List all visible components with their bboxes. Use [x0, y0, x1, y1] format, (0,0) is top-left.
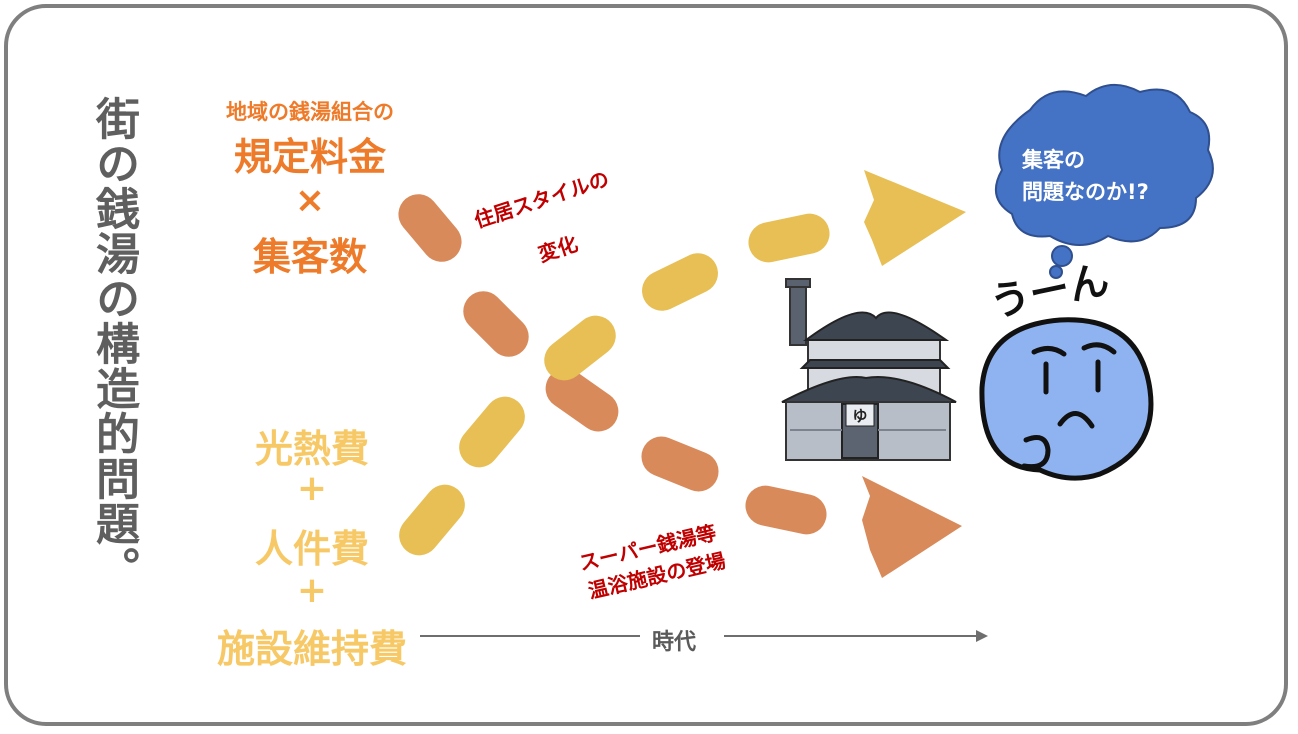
arrow-right-icon: [864, 170, 966, 266]
revenue-label-visitors: 集客数: [252, 235, 367, 279]
cost-label-personnel: 人件費: [254, 527, 369, 571]
thought-bubble-icon: [994, 84, 1214, 279]
thought-bubble-text: 集客の 問題なのか!?: [1022, 144, 1192, 208]
cost-plus-op-1: +: [296, 468, 328, 509]
cost-label-maintenance: 施設維持費: [216, 627, 407, 671]
orange-dash-path: [398, 194, 962, 578]
yellow-dash-path: [399, 170, 966, 556]
timeline-label: 時代: [652, 630, 697, 655]
revenue-label-fee: 規定料金: [233, 135, 386, 179]
bathhouse-icon: [781, 278, 957, 461]
arrow-right-icon: [862, 476, 962, 578]
cost-label-utilities: 光熱費: [254, 427, 369, 471]
slide-title: 街の銭湯の構造的問題。: [88, 96, 139, 591]
worried-face-icon: [979, 317, 1154, 481]
cost-plus-op-2: +: [296, 570, 328, 611]
revenue-label-line1: 地域の銭湯組合の: [226, 100, 394, 124]
thought-bubble-line1: 集客の: [1022, 148, 1085, 172]
revenue-multiply-op: ×: [294, 180, 326, 221]
thought-bubble-line2: 問題なのか!?: [1022, 180, 1149, 204]
bathhouse-sign: ゆ: [852, 407, 868, 425]
